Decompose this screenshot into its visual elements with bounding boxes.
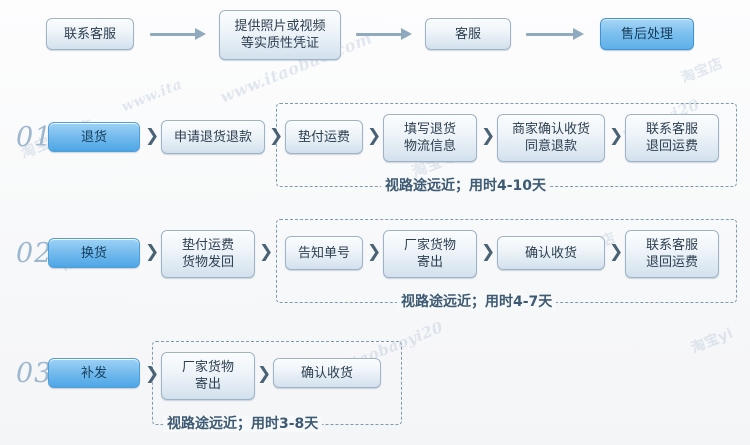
fill-return-logistics[interactable]: 填写退货 物流信息 [383,114,477,162]
arrow-3-icon [526,28,584,40]
chevron-right-icon: ❯ [609,126,624,146]
contact-service[interactable]: 联系客服 [46,18,134,50]
watermark: www.ita [119,76,185,116]
chevron-right-icon: ❯ [609,242,624,262]
seller-confirm-refund[interactable]: 商家确认收货 同意退款 [497,114,605,162]
chevron-right-icon: ❯ [481,126,496,146]
caption-exchange: 视路途远近；用时4-7天 [397,294,557,310]
chevron-right-icon: ❯ [257,364,272,384]
after-sales-handling[interactable]: 售后处理 [600,18,694,50]
tag-return[interactable]: 退货 [48,122,140,152]
arrow-head [573,28,584,40]
contact-service-refund-fee-2[interactable]: 联系客服 退回运费 [625,230,719,278]
chevron-right-icon: ❯ [269,126,284,146]
caption-reship: 视路途远近；用时3-8天 [163,416,323,432]
chevron-right-icon: ❯ [481,242,496,262]
tag-reship[interactable]: 补发 [48,358,140,388]
arrow-shaft [150,32,196,36]
row-index-03: 03 [16,358,53,389]
advance-fee-send-back[interactable]: 垫付运费 货物发回 [161,230,255,278]
caption-return: 视路途远近；用时4-10天 [381,178,551,194]
chevron-right-icon: ❯ [367,126,382,146]
chevron-right-icon: ❯ [367,242,382,262]
arrow-head [401,28,412,40]
factory-ship-goods-2[interactable]: 厂家货物 寄出 [161,352,255,400]
confirm-receipt[interactable]: 确认收货 [497,236,605,270]
contact-service-refund-fee[interactable]: 联系客服 退回运费 [625,114,719,162]
customer-service[interactable]: 客服 [425,18,511,50]
tag-exchange[interactable]: 换货 [48,238,140,268]
chevron-right-icon: ❯ [259,242,274,262]
arrow-head [195,28,206,40]
apply-return-refund[interactable]: 申请退货退款 [161,120,265,154]
confirm-receipt-2[interactable]: 确认收货 [273,358,381,388]
provide-evidence[interactable]: 提供照片或视频 等实质性凭证 [219,10,341,60]
row-index-01: 01 [16,122,53,153]
chevron-right-icon: ❯ [145,126,160,146]
chevron-right-icon: ❯ [145,364,160,384]
watermark: 淘宝yi [688,325,736,357]
advance-shipping-fee[interactable]: 垫付运费 [285,120,363,154]
arrow-shaft [526,32,574,36]
chevron-right-icon: ❯ [145,242,160,262]
arrow-1-icon [150,28,206,40]
arrow-shaft [356,32,402,36]
inform-tracking-number[interactable]: 告知单号 [285,236,363,270]
arrow-2-icon [356,28,412,40]
row-index-02: 02 [16,238,53,269]
watermark: 淘宝店 [678,55,726,87]
factory-ship-goods[interactable]: 厂家货物 寄出 [383,230,477,278]
